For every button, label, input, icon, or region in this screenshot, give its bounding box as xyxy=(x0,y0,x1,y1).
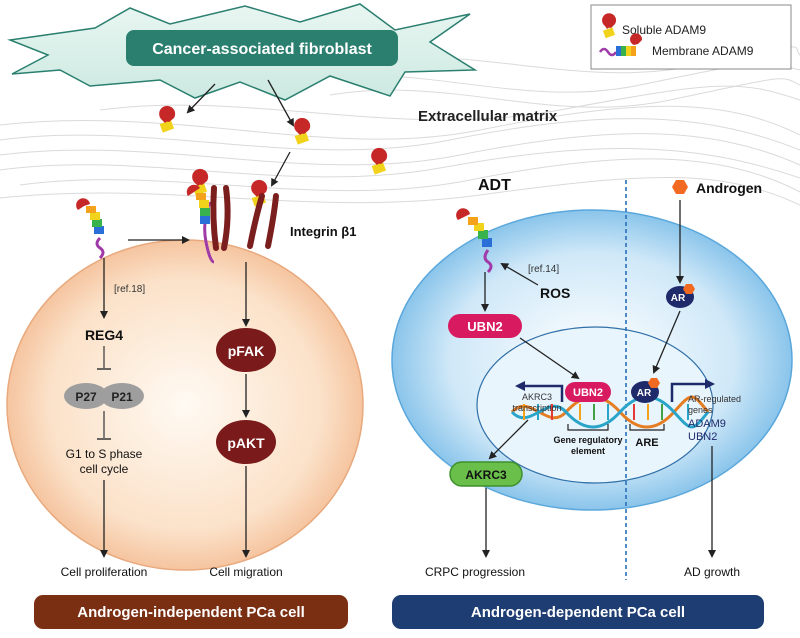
ar-regulated-genes-line1: AR-regulated xyxy=(688,394,741,404)
g1-s-phase-line1: G1 to S phase xyxy=(66,447,143,461)
androgen-dependent-banner-label: Androgen-dependent PCa cell xyxy=(471,604,685,621)
ubn2-nuclear-node xyxy=(565,382,611,402)
ar-regulated-transcription-arrow xyxy=(670,379,715,402)
soluble-adam9-1 xyxy=(159,105,176,133)
ros-label: ROS xyxy=(540,285,570,301)
ubn2-cytoplasm-node xyxy=(448,314,522,338)
g1-s-phase-line2: cell cycle xyxy=(80,462,129,476)
transcription-to-akrc3-arrow xyxy=(488,419,529,460)
akrc3-transcription-line2: transcription xyxy=(512,403,561,413)
crpc-progression-label: CRPC progression xyxy=(425,565,525,579)
gene-regulatory-line2: element xyxy=(571,446,605,456)
ar-regulated-genes-line2: genes xyxy=(688,405,713,415)
reg4-label: REG4 xyxy=(85,327,123,343)
membrane-adam9-right xyxy=(456,208,493,274)
soluble-adam9-2 xyxy=(294,117,311,145)
ar-nuclear-label: AR xyxy=(637,388,652,399)
membrane-adam9-legend-icon xyxy=(598,33,643,57)
ecm-label: Extracellular matrix xyxy=(418,108,558,125)
androgen-independent-cell-body xyxy=(6,239,364,571)
ubn2-nuclear-label: UBN2 xyxy=(573,387,603,399)
ref14-label: [ref.14] xyxy=(528,264,559,275)
gene-regulatory-bracket xyxy=(567,424,609,431)
ar-to-nucleus-arrow xyxy=(652,310,681,374)
pakt-node xyxy=(216,420,276,464)
ar-cytoplasm xyxy=(666,284,695,308)
cell-proliferation-label: Cell proliferation xyxy=(61,565,148,579)
androgen-independent-banner xyxy=(34,595,348,629)
androgen-independent-banner-label: Androgen-independent PCa cell xyxy=(77,604,305,621)
are-bracket xyxy=(629,424,665,431)
legend-soluble-label: Soluble ADAM9 xyxy=(622,23,706,37)
fibroblast-label: Cancer-associated fibroblast xyxy=(152,41,372,58)
androgen-icon xyxy=(672,180,688,194)
cell-migration-label: Cell migration xyxy=(209,565,282,579)
gene-adam9-label: ADAM9 xyxy=(688,418,726,430)
akrc3-transcription-line1: AKRC3 xyxy=(522,392,552,402)
legend-membrane-label: Membrane ADAM9 xyxy=(652,44,754,58)
ref18-label: [ref.18] xyxy=(114,284,145,295)
ros-arrow xyxy=(500,262,539,286)
integrin-label: Integrin β1 xyxy=(290,224,356,239)
soluble-adam9-legend-icon xyxy=(602,13,617,39)
ubn2-cytoplasm-label: UBN2 xyxy=(467,319,502,334)
p21-node xyxy=(100,383,144,409)
legend-box xyxy=(590,4,792,70)
ar-cytoplasm-label: AR xyxy=(671,293,686,304)
extracellular-matrix-fibers xyxy=(0,46,800,206)
akrc3-label: AKRC3 xyxy=(465,468,507,482)
fibroblast-arrow-left xyxy=(186,83,216,114)
fibroblast-label-box xyxy=(126,30,398,66)
gene-ubn2-label: UBN2 xyxy=(688,431,717,443)
pakt-label: pAKT xyxy=(227,435,265,451)
membrane-adam9-left xyxy=(76,198,105,260)
integrin-beta1-complex xyxy=(186,184,279,264)
soluble-to-integrin-arrow xyxy=(271,151,291,187)
are-label: ARE xyxy=(635,437,658,449)
gene-regulatory-line1: Gene regulatory xyxy=(553,435,622,445)
akrc3-node xyxy=(449,461,523,487)
p27-node xyxy=(64,383,108,409)
dna-double-helix xyxy=(510,395,710,429)
fibroblast-arrow-right xyxy=(267,79,294,127)
akrc3-transcription-arrow xyxy=(515,381,564,402)
p21-label: P21 xyxy=(111,390,133,404)
ubn2-to-nucleus-arrow xyxy=(519,337,580,380)
ar-nuclear xyxy=(631,378,660,403)
pfak-node xyxy=(216,328,276,372)
pfak-label: pFAK xyxy=(228,343,265,359)
adt-label: ADT xyxy=(478,177,511,194)
ad-growth-label: AD growth xyxy=(684,565,740,579)
androgen-label: Androgen xyxy=(696,180,762,196)
p27-label: P27 xyxy=(75,390,97,404)
soluble-adam9-3 xyxy=(371,147,388,175)
androgen-dependent-banner xyxy=(392,595,764,629)
